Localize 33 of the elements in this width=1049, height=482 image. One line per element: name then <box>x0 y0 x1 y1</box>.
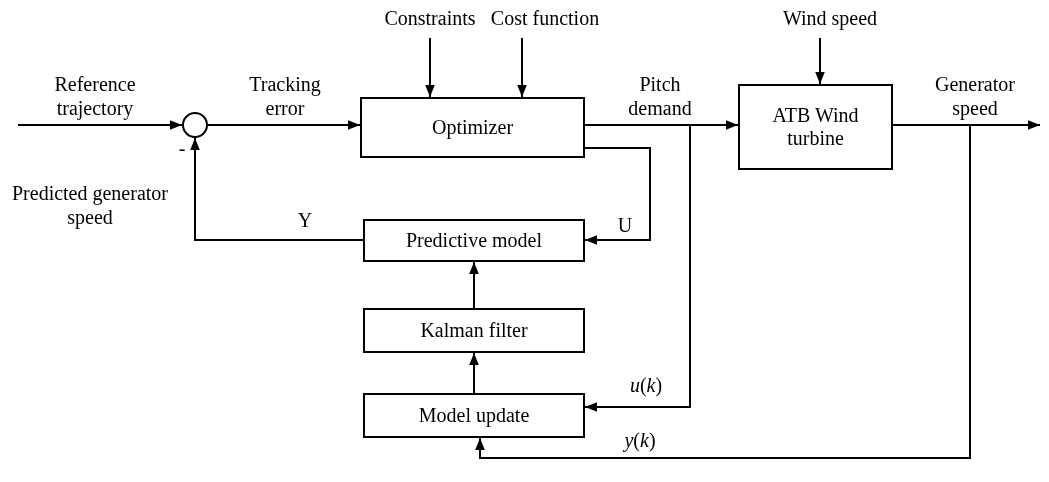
signal-label: Predicted generator speed <box>10 181 169 229</box>
arrow <box>475 124 971 459</box>
process-box <box>738 84 893 170</box>
arrow <box>469 261 479 309</box>
block-label: Kalman filter <box>420 319 528 342</box>
edge-label: Generator speed <box>934 72 1016 120</box>
arrow <box>584 147 651 245</box>
edge-label: Pitch demand <box>627 72 693 120</box>
arrow <box>469 352 479 394</box>
edge-label: y(k) <box>622 428 657 452</box>
block-label: Optimizer <box>431 116 514 139</box>
edge-label: Y <box>296 208 314 232</box>
edge-label: Wind speed <box>781 6 879 30</box>
arrow <box>517 37 527 98</box>
edge-label: U <box>616 213 634 237</box>
arrow <box>815 37 825 85</box>
arrow <box>190 137 364 241</box>
block-label: Model update <box>418 404 530 427</box>
arrow <box>584 124 691 412</box>
edge-label: u(k) <box>628 373 664 397</box>
block-label: ATB Wind turbine <box>771 104 860 150</box>
edge-label: Tracking error <box>248 72 322 120</box>
process-box <box>360 97 585 158</box>
minus-sign: - <box>177 136 187 160</box>
process-box <box>363 219 585 262</box>
process-box <box>363 308 585 353</box>
arrow <box>425 37 435 98</box>
edge-label: Reference trajectory <box>53 72 137 120</box>
arrow <box>207 120 361 130</box>
process-box <box>363 393 585 438</box>
block-label: Predictive model <box>405 229 543 252</box>
arrow <box>17 120 183 130</box>
summing-junction <box>182 112 208 138</box>
